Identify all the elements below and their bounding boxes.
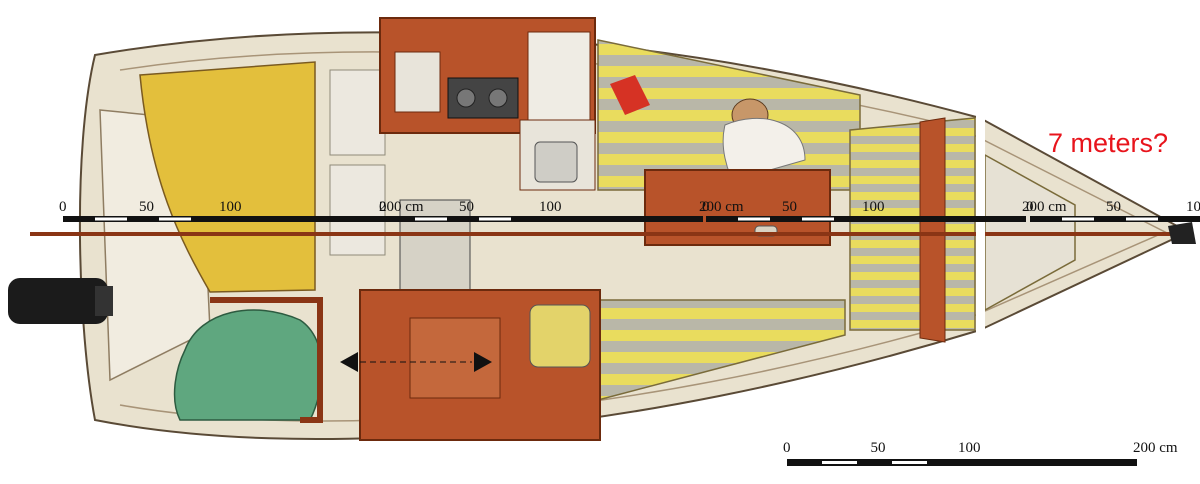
- scale-bar-track: [63, 216, 383, 222]
- locker-aft: [210, 297, 323, 423]
- legend-tick-label: 0: [783, 440, 791, 456]
- scale-tick-label: 0: [702, 199, 710, 215]
- scale-tick-label: 100: [219, 199, 242, 215]
- scale-bar-track: [706, 216, 1026, 222]
- scale-tick-label: 0: [1026, 199, 1034, 215]
- slide-arrow-right: [474, 352, 492, 372]
- scale-bar: 0 50 100 200 cm: [59, 199, 424, 222]
- scale-bar-track: [383, 216, 703, 222]
- length-annotation: 7 meters?: [1048, 128, 1168, 158]
- scale-bar-segment: [415, 217, 447, 221]
- scale-tick-label: 0: [379, 199, 387, 215]
- scale-bar-segment: [738, 217, 770, 221]
- bow-fitting: [1168, 222, 1196, 244]
- scale-tick-label: 100: [1186, 199, 1200, 215]
- icebox: [527, 31, 591, 121]
- settee-red-cushion: [610, 75, 650, 115]
- scale-bar-track: [1030, 216, 1200, 222]
- pillow-lower: [329, 164, 386, 256]
- scale-bar-segment: [159, 217, 191, 221]
- chart-table-top: [409, 317, 501, 399]
- scale-tick-label: 200 cm: [1022, 199, 1067, 215]
- scale-tick-label: 200 cm: [699, 199, 744, 215]
- slide-arrow-left: [340, 352, 358, 372]
- scale-bar-segment: [1062, 217, 1094, 221]
- companionway-ladder: [399, 199, 471, 291]
- galley-shelf: [394, 51, 441, 113]
- forward-berth: [849, 117, 976, 331]
- scale-bar: 0 50 100: [1026, 199, 1200, 222]
- bulkhead-forward: [919, 117, 946, 343]
- scale-bar-segment: [1126, 217, 1158, 221]
- sink: [534, 141, 578, 183]
- scale-tick-label: 100: [539, 199, 562, 215]
- scale-tick-label: 100: [862, 199, 885, 215]
- scale-bar: 0 50 100 200 cm: [702, 199, 1067, 222]
- scale-bar-segment: [95, 217, 127, 221]
- legend-scale-segment: [822, 461, 857, 464]
- legend-tick-label: 100: [958, 440, 981, 456]
- outboard-engine: [8, 278, 108, 324]
- scale-bar-segment: [479, 217, 511, 221]
- legend-scale-bar: 0 50 100 200 cm: [783, 440, 1178, 466]
- engine-mount: [95, 286, 113, 316]
- scale-tick-label: 50: [1106, 199, 1121, 215]
- burner-right: [488, 88, 508, 108]
- scale-tick-label: 200 cm: [379, 199, 424, 215]
- scale-bar: 0 50 100 200 cm: [379, 199, 744, 222]
- scale-tick-label: 50: [459, 199, 474, 215]
- pillow-upper: [329, 69, 386, 156]
- scale-tick-label: 0: [59, 199, 67, 215]
- scale-tick-label: 50: [139, 199, 154, 215]
- legend-scale-track: [787, 459, 1137, 466]
- legend-tick-label: 50: [871, 440, 886, 456]
- scale-tick-label: 50: [782, 199, 797, 215]
- burner-left: [456, 88, 476, 108]
- legend-scale-segment: [892, 461, 927, 464]
- head-toilet: [529, 304, 591, 368]
- legend-tick-label: 200 cm: [1133, 440, 1178, 456]
- scale-bar-segment: [802, 217, 834, 221]
